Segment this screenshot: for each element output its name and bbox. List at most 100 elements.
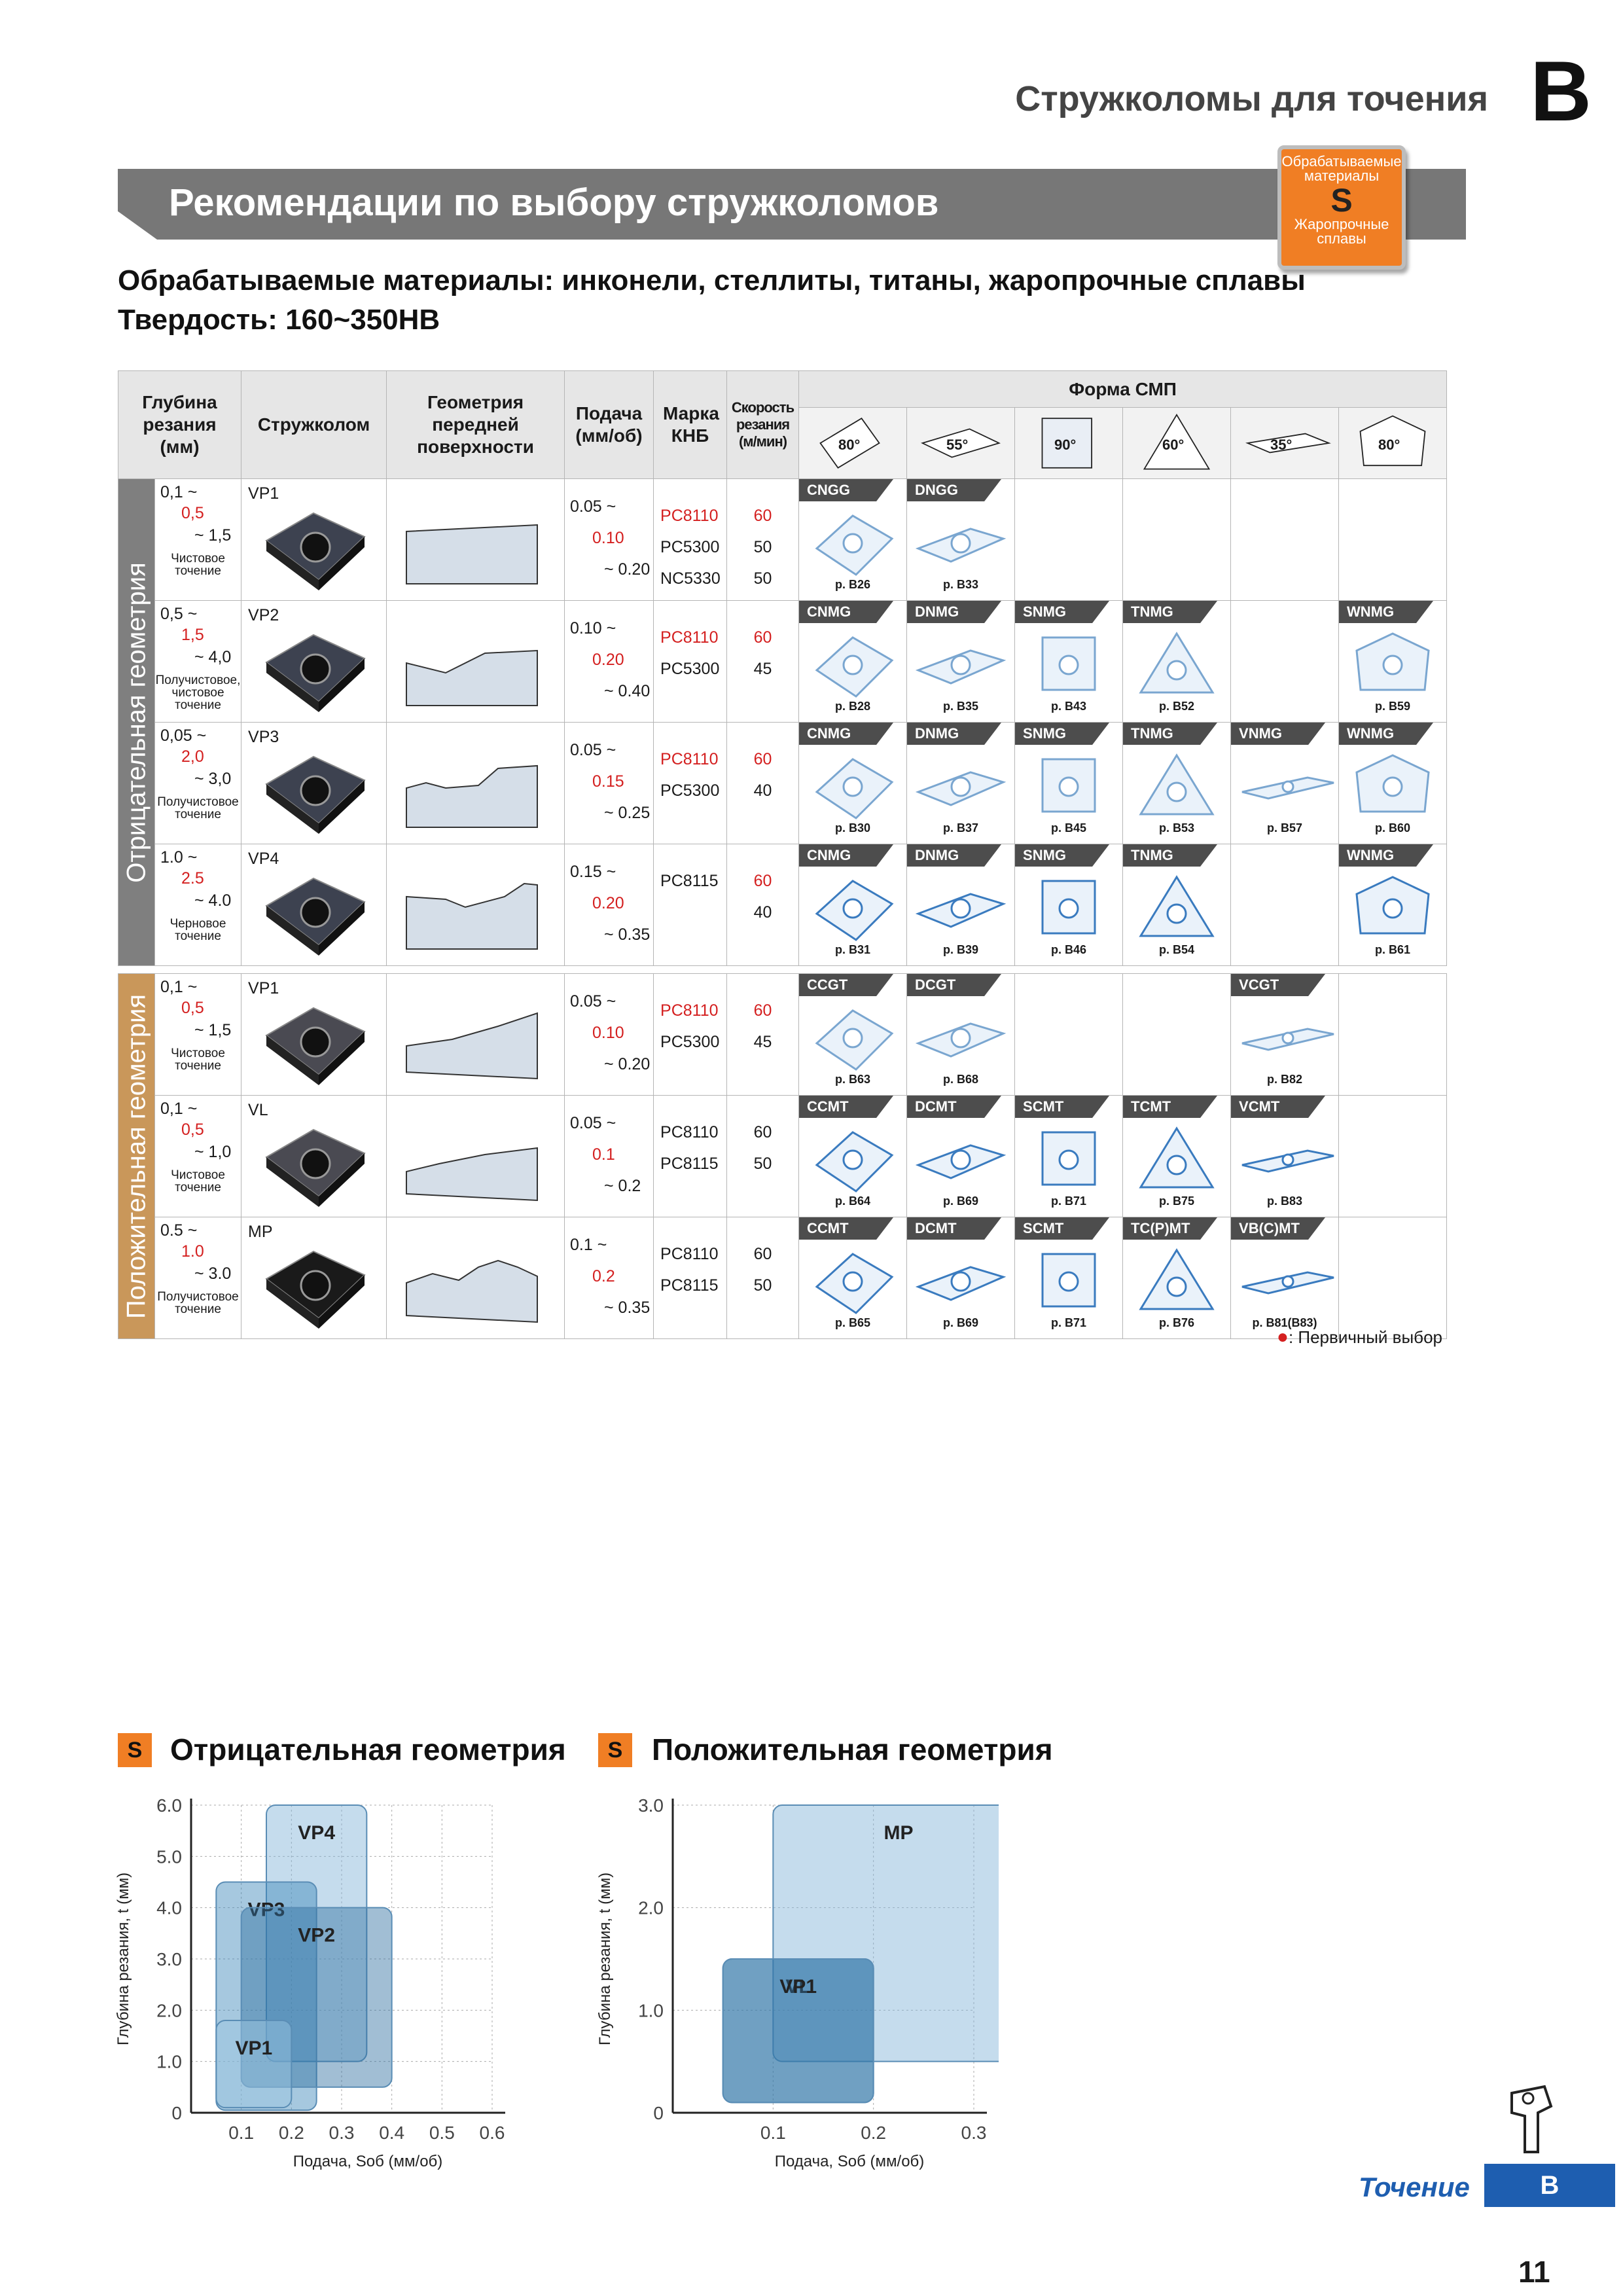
insert-shape-icon [815, 758, 894, 819]
chipbreaker-cell: VP4 [241, 844, 387, 966]
page-ref: p. B59 [1375, 700, 1411, 713]
x-axis-label: Подача, Sоб (мм/об) [775, 2153, 925, 2170]
x-tick-label: 0.2 [279, 2123, 304, 2143]
square-90-icon [1041, 418, 1093, 469]
y-tick-label: 2.0 [156, 2000, 182, 2020]
footer-label: Точение [1359, 2172, 1470, 2202]
region-vp1 [215, 2020, 293, 2109]
insert-shape-icon [1139, 1248, 1215, 1310]
insert-shape-icon [1041, 880, 1096, 935]
chipbreaker-name: VP1 [248, 484, 279, 503]
feed-cell: 0.05 ~0.10~ 0.20 [564, 973, 654, 1096]
insert-shape-icon [915, 893, 1007, 928]
page-ref: p. B35 [943, 700, 979, 713]
insert-photo-icon [265, 512, 366, 590]
insert-code: VNMG [1231, 723, 1326, 745]
legend: ●: Первичный выбор [1277, 1326, 1442, 1348]
y-axis-label: Глубина резания, t (мм) [596, 1873, 614, 2045]
page-ref: p. B71 [1051, 1316, 1087, 1329]
rake-geometry-cell [386, 1095, 565, 1217]
legend-text: : Первичный выбор [1288, 1327, 1442, 1347]
insert-code: TNMG [1123, 844, 1218, 867]
page-ref: p. B82 [1267, 1073, 1303, 1086]
materials-line: Обрабатываемые материалы: инконели, стел… [118, 264, 1306, 296]
pos-geometry-title: Положительная геометрия [652, 1732, 1053, 1767]
insert-shape-icon [1241, 1149, 1334, 1173]
page-ref: p. B76 [1159, 1316, 1195, 1329]
angle-label: 80° [1378, 437, 1400, 453]
page-ref: p. B43 [1051, 700, 1087, 713]
trigon-80-icon [1359, 415, 1426, 467]
header-chipbreaker: Стружколом [241, 370, 387, 479]
header-feed: Подача (мм/об) [564, 370, 654, 479]
group-separator [118, 966, 1447, 974]
insert-code: CCMT [799, 1217, 894, 1240]
region-label-vp1: VP1 [235, 2037, 272, 2059]
page-ref: p. B71 [1051, 1194, 1087, 1208]
insert-code: DCMT [907, 1096, 1002, 1118]
insert-code: WNMG [1339, 844, 1434, 867]
insert-code: DCMT [907, 1217, 1002, 1240]
header-shape: Форма СМП [798, 370, 1448, 408]
insert-shape-icon [1355, 632, 1430, 691]
rake-geometry-cell [386, 600, 565, 723]
angle-label: 60° [1162, 437, 1185, 453]
empty-cell [1014, 478, 1124, 601]
empty-cell [1338, 1095, 1448, 1217]
rhombus-55-icon [921, 428, 1001, 458]
insert-shape-icon [915, 649, 1007, 685]
rhombus-35-icon [1245, 433, 1331, 454]
rake-geometry-cell [386, 1217, 565, 1339]
feed-cell: 0.05 ~0.1~ 0.2 [564, 1095, 654, 1217]
rake-geometry-cell [386, 478, 565, 601]
empty-cell [1122, 973, 1232, 1096]
page-ref: p. B60 [1375, 821, 1411, 834]
page-ref: p. B28 [835, 700, 871, 713]
insert-shape-icon [915, 1144, 1007, 1179]
y-tick-label: 3.0 [638, 1795, 664, 1816]
badge-top-label: Обрабатываемые материалы [1281, 153, 1402, 184]
region-label-vp1: VP1 [779, 1976, 817, 1998]
angle-label: 55° [946, 437, 969, 453]
group-positive-geometry: Положительная геометрия [118, 973, 155, 1339]
x-tick-label: 0.2 [861, 2123, 886, 2143]
empty-cell [1230, 844, 1340, 966]
